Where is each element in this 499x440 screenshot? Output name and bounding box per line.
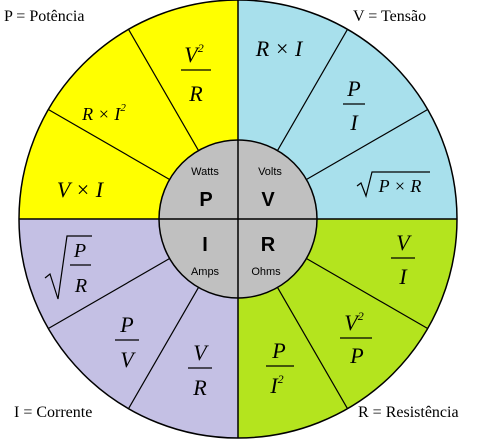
formula-voltage-sqrt-p-times-r: P × R (356, 171, 430, 198)
center-letter-v: V (261, 189, 275, 211)
formula-resistance-v-over-i: V I (391, 230, 415, 289)
svg-text:R × I: R × I (255, 36, 304, 61)
sector-divider (127, 287, 200, 409)
formula-voltage-r-times-i: R × I (255, 36, 304, 61)
svg-text:P × R: P × R (378, 176, 422, 196)
formula-power-r-times-i-squared: R × I2 (81, 102, 126, 124)
svg-text:R × I2: R × I2 (81, 102, 126, 124)
formula-current-sqrt-p-over-r: P R (44, 235, 92, 300)
svg-text:V: V (120, 347, 136, 372)
sector-divider (306, 257, 428, 330)
svg-text:I: I (349, 110, 359, 135)
unit-amps: Amps (191, 266, 220, 278)
svg-text:V: V (193, 340, 209, 365)
resistance-label: R = Resistência (358, 404, 459, 421)
unit-volts: Volts (258, 166, 282, 178)
svg-text:R: R (74, 275, 87, 297)
svg-text:P: P (346, 76, 360, 101)
sector-divider (127, 29, 200, 151)
svg-text:P: P (349, 343, 363, 368)
sector-divider (276, 287, 349, 409)
center-letter-r: R (261, 234, 276, 256)
current-label: I = Corrente (14, 404, 93, 421)
voltage-label: V = Tensão (353, 8, 427, 25)
unit-ohms: Ohms (251, 266, 281, 278)
svg-text:R: R (188, 81, 203, 106)
formula-current-v-over-r: V R (188, 340, 212, 400)
svg-text:V: V (396, 230, 412, 255)
center-letter-p: P (199, 189, 212, 211)
formula-current-p-over-v: P V (115, 312, 139, 372)
sector-divider (48, 108, 170, 181)
svg-text:I: I (398, 264, 408, 289)
sector-divider (48, 257, 170, 330)
svg-text:P: P (119, 312, 133, 337)
svg-text:P: P (73, 240, 86, 262)
formula-voltage-p-over-i: P I (343, 76, 365, 135)
center-letter-i: I (202, 234, 208, 256)
svg-text:R: R (192, 375, 207, 400)
sector-divider (276, 29, 349, 151)
unit-watts: Watts (191, 166, 219, 178)
svg-text:P: P (271, 338, 285, 363)
power-label: P = Potência (4, 8, 85, 25)
sector-divider (306, 108, 428, 181)
svg-text:V × I: V × I (57, 177, 105, 202)
formula-power-v-times-i: V × I (57, 177, 105, 202)
